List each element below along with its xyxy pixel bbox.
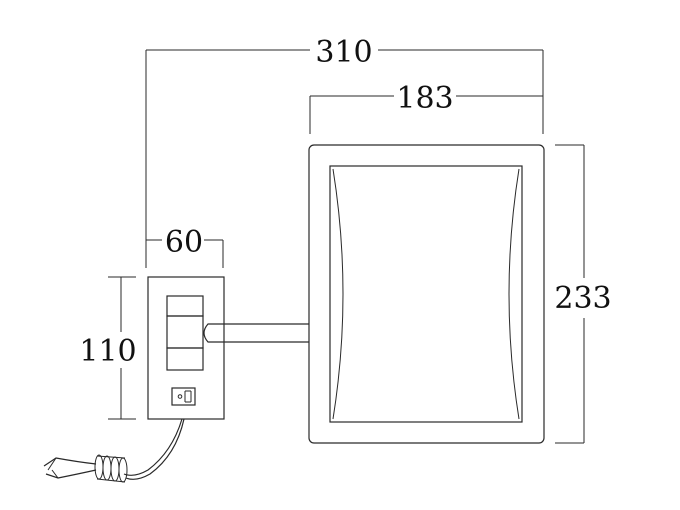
dimension-mirror-height: 233 bbox=[554, 144, 612, 444]
dimension-label-total-width: 310 bbox=[315, 35, 372, 70]
dimension-plate-width: 60 bbox=[146, 225, 224, 268]
dimension-label-mirror-height: 233 bbox=[554, 281, 611, 316]
dimension-plate-height: 110 bbox=[79, 276, 137, 420]
mirror-frame bbox=[308, 144, 545, 444]
dimension-label-plate-height: 110 bbox=[79, 334, 136, 369]
dimension-mirror-width: 183 bbox=[309, 81, 543, 134]
power-cable bbox=[43, 418, 185, 483]
mirror-glass bbox=[329, 165, 523, 423]
wall-plate bbox=[147, 276, 225, 420]
mount-block-middle bbox=[166, 315, 204, 349]
mount-block-lower bbox=[166, 347, 204, 371]
power-switch-icon bbox=[171, 387, 196, 406]
dimension-label-mirror-width: 183 bbox=[396, 81, 453, 116]
dimension-total-width: 310 bbox=[145, 35, 544, 268]
mount-block-upper bbox=[166, 295, 204, 317]
mirror-arm bbox=[203, 323, 309, 343]
dimension-label-plate-width: 60 bbox=[165, 225, 203, 260]
